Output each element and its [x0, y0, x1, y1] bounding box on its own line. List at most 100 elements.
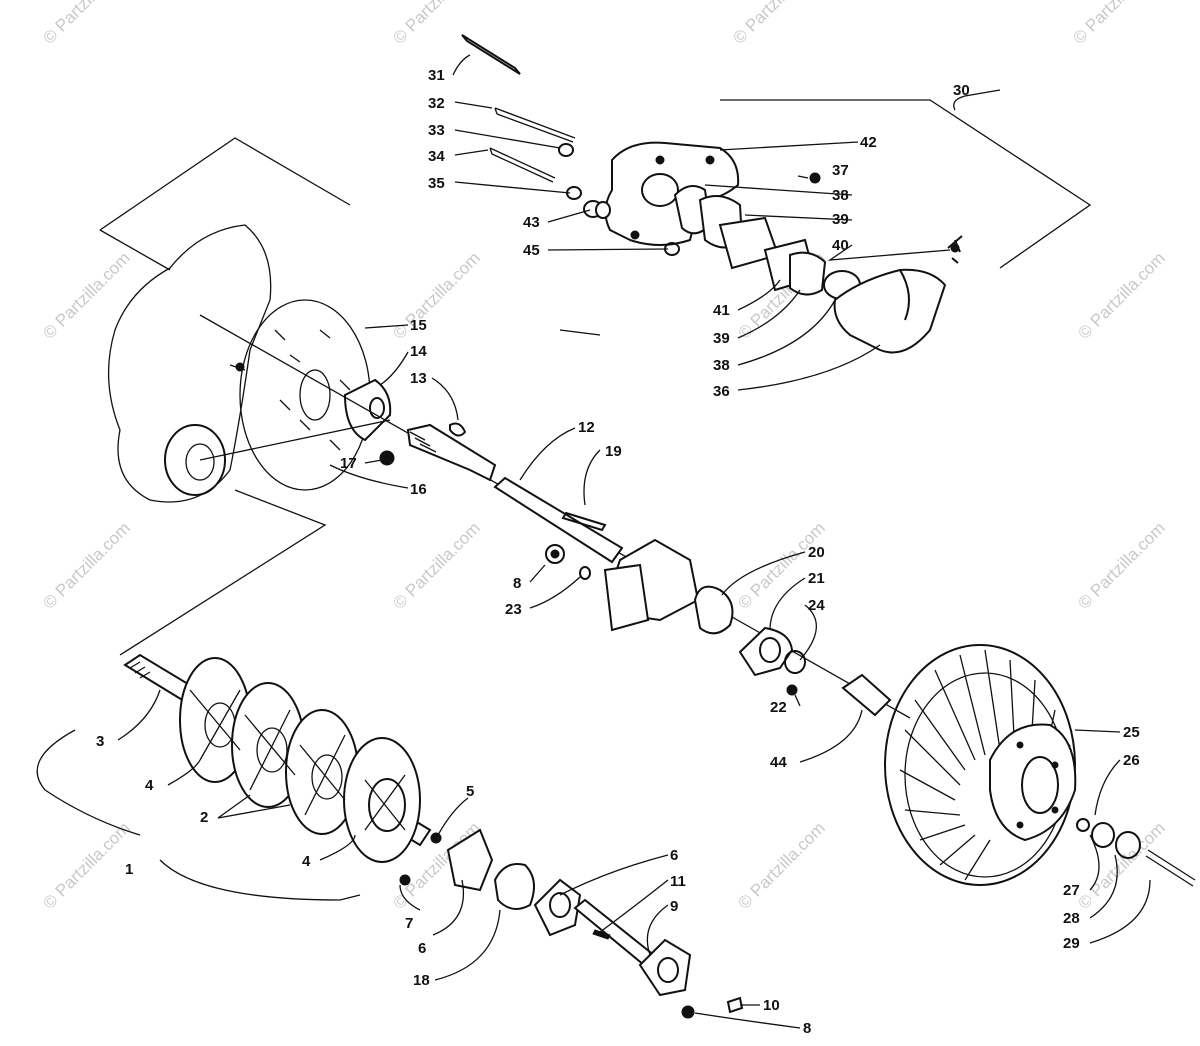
callout-15: 15: [410, 317, 427, 334]
washer: [579, 566, 591, 580]
callout-10: 10: [763, 997, 780, 1014]
watermark: © Partzilla.com: [389, 518, 483, 612]
key: [561, 511, 607, 532]
grease-fitting: [726, 996, 744, 1014]
watermark: © Partzilla.com: [1074, 818, 1168, 912]
washer: [558, 143, 574, 157]
caliper-bolt: [489, 147, 556, 183]
callout-3: 3: [96, 733, 104, 750]
callout-44: 44: [770, 754, 787, 771]
callout-6a: 6: [670, 847, 678, 864]
rivet: [786, 684, 798, 696]
cap-screw: [1145, 849, 1196, 887]
callout-24: 24: [808, 597, 825, 614]
chaincase-bearing-hole: [164, 424, 226, 496]
chaincase-group: [107, 224, 467, 503]
callout-23: 23: [505, 601, 522, 618]
callout-14: 14: [410, 343, 427, 360]
watermark: © Partzilla.com: [39, 248, 133, 342]
callout-21: 21: [808, 570, 825, 587]
bearing-flange-outer: [638, 938, 692, 997]
bearing: [493, 863, 535, 910]
callout-22: 22: [770, 699, 787, 716]
callout-29: 29: [1063, 935, 1080, 952]
spacer: [595, 201, 611, 219]
callout-33: 33: [428, 122, 445, 139]
callout-30: 30: [953, 82, 970, 99]
callout-34: 34: [428, 148, 445, 165]
bearing: [693, 585, 734, 635]
watermark: © Partzilla.com: [39, 518, 133, 612]
caliper-bolt-hole: [705, 155, 715, 165]
callout-13: 13: [410, 370, 427, 387]
callout-25: 25: [1123, 724, 1140, 741]
callout-6b: 6: [418, 940, 426, 957]
washer: [1091, 822, 1115, 848]
assembly-bracket-lines: [36, 99, 1092, 901]
callout-7: 7: [405, 915, 413, 932]
callout-36: 36: [713, 383, 730, 400]
driven-shaft: [406, 423, 497, 482]
callout-38a: 38: [832, 187, 849, 204]
shaft-line: [199, 314, 911, 719]
leader-lines: [117, 54, 1151, 1029]
drive-sprocket: [343, 737, 421, 863]
callout-43: 43: [523, 214, 540, 231]
callout-27: 27: [1063, 882, 1080, 899]
callout-16: 16: [410, 481, 427, 498]
watermark: © Partzilla.com: [389, 248, 483, 342]
caliper-piston-bore: [641, 173, 679, 207]
drive-shaft-assembly: [123, 653, 744, 1019]
caliper-bolt-hole: [655, 155, 665, 165]
cotter-key: [461, 34, 521, 75]
callout-9: 9: [670, 898, 678, 915]
spacer-tube: [841, 673, 892, 717]
callout-39a: 39: [832, 211, 849, 228]
callout-5: 5: [466, 783, 474, 800]
nut: [430, 832, 442, 844]
watermark: © Partzilla.com: [1069, 0, 1163, 48]
callout-1: 1: [125, 861, 133, 878]
callout-2: 2: [200, 809, 208, 826]
brake-drum-assembly: [884, 644, 1196, 887]
caliper-outer-half: [833, 268, 947, 354]
watermark: © Partzilla.com: [1074, 248, 1168, 342]
callouts: 31 32 33 34 35 43 45 30 42 37 38 39 40 4…: [96, 67, 1140, 1037]
flat-washer: [1115, 831, 1141, 859]
flange: [738, 626, 794, 677]
watermark: © Partzilla.com: [729, 0, 823, 48]
watermark: © Partzilla.com: [1074, 518, 1168, 612]
callout-39b: 39: [713, 330, 730, 347]
bearing-retainer: [603, 563, 650, 632]
chaincase-housing: [107, 224, 272, 503]
callout-20: 20: [808, 544, 825, 561]
callout-31: 31: [428, 67, 445, 84]
callout-4b: 4: [302, 853, 311, 870]
watermark: © Partzilla.com: [39, 0, 133, 48]
callout-18: 18: [413, 972, 430, 989]
callout-8b: 8: [803, 1020, 811, 1037]
woodruff-key: [449, 422, 467, 437]
callout-40: 40: [832, 237, 849, 254]
callout-12: 12: [578, 419, 595, 436]
nut-small: [809, 172, 821, 184]
callout-38b: 38: [713, 357, 730, 374]
callout-41: 41: [713, 302, 730, 319]
watermark: © Partzilla.com: [734, 818, 828, 912]
watermark: © Partzilla.com: [39, 818, 133, 912]
key: [592, 929, 611, 940]
caliper-bolt: [494, 107, 576, 143]
bearing-flange: [446, 828, 494, 892]
callout-4a: 4: [145, 777, 154, 794]
nut: [379, 450, 395, 466]
seal: [784, 650, 806, 674]
callout-17: 17: [340, 455, 357, 472]
caliper-piston-outer: [789, 251, 827, 296]
jackshaft-tube: [493, 476, 624, 564]
callout-26: 26: [1123, 752, 1140, 769]
callout-11: 11: [670, 873, 686, 890]
callout-45: 45: [523, 242, 540, 259]
callout-32: 32: [428, 95, 445, 112]
callout-37: 37: [832, 162, 849, 179]
